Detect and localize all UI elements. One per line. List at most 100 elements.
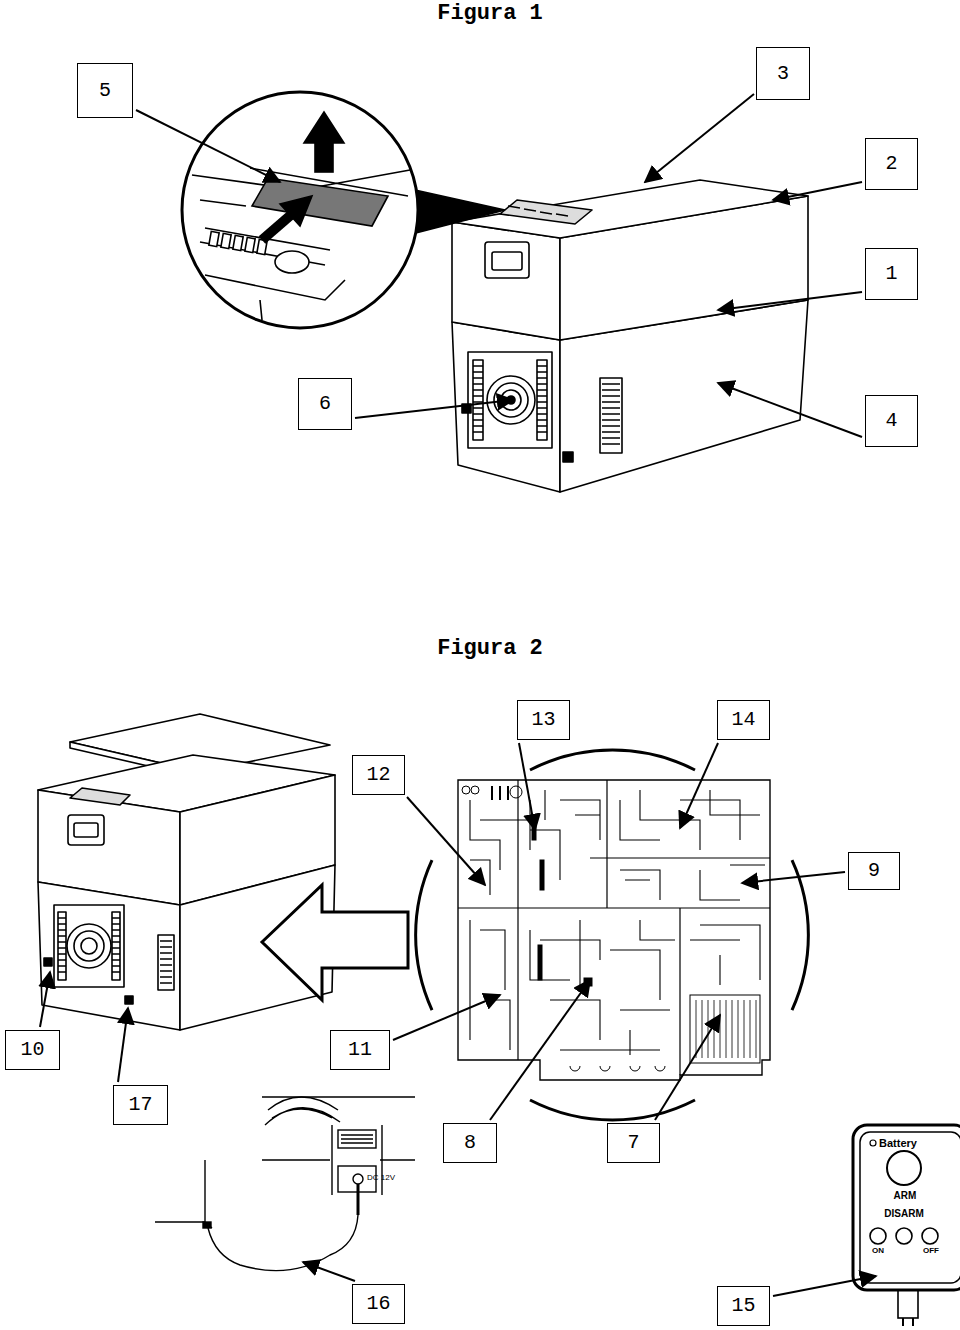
zoom-detail-part — [205, 275, 345, 320]
circuit-board — [416, 750, 809, 1120]
cooler-figure-2 — [38, 714, 335, 1030]
cooler-figure-2-part — [81, 938, 97, 954]
leader-arrows — [40, 94, 876, 1296]
circuit-board-part — [690, 995, 760, 1063]
cooler-figure-2-part — [160, 941, 172, 983]
cooler-figure-1-part — [563, 452, 573, 462]
leader-arrows-part — [519, 743, 535, 830]
circuit-board-part — [792, 860, 808, 1010]
device-text: ON — [872, 1247, 884, 1256]
callout-number: 8 — [464, 1132, 476, 1154]
leader-arrows-part — [773, 182, 862, 200]
callout-box: 7 — [607, 1123, 660, 1163]
callout-number: 4 — [885, 410, 897, 432]
callout-box: 2 — [865, 138, 918, 190]
remote-control-part — [922, 1228, 938, 1244]
device-text: OFF — [923, 1247, 939, 1256]
car-socket-cable-part — [338, 1130, 376, 1148]
callout-box: 12 — [352, 755, 405, 795]
cooler-figure-2-part — [112, 912, 120, 980]
remote-control-part — [860, 1132, 960, 1283]
remote-control-part — [896, 1228, 912, 1244]
car-socket-cable-part — [203, 1222, 211, 1228]
car-socket-cable-part — [353, 1174, 363, 1184]
callout-box: 1 — [865, 248, 918, 300]
cooler-figure-1-part — [508, 206, 568, 216]
circuit-board-part — [696, 1000, 756, 1058]
remote-control-part — [870, 1228, 886, 1244]
leader-arrows-part — [355, 400, 513, 418]
leader-arrows-part — [655, 1015, 720, 1120]
device-text: DISARM — [884, 1208, 923, 1219]
circuit-board-part — [570, 1066, 665, 1071]
leader-arrows-part — [490, 980, 590, 1120]
leader-arrows-part — [407, 797, 485, 885]
cooler-figure-2-part — [125, 996, 133, 1004]
callout-box: 14 — [717, 700, 770, 740]
cooler-figure-2-part — [67, 924, 111, 968]
hollow-arrow-part — [262, 885, 408, 1000]
circuit-board-part — [538, 945, 542, 980]
leader-arrows-part — [773, 1276, 876, 1296]
leader-arrows-part — [645, 94, 754, 182]
circuit-board-part — [462, 786, 470, 794]
callout-box: 4 — [865, 395, 918, 447]
cooler-figure-2-part — [44, 958, 52, 966]
callout-box: 16 — [352, 1284, 405, 1324]
figure-title: Figura 1 — [437, 2, 543, 26]
cooler-figure-1 — [452, 180, 808, 492]
callout-number: 15 — [731, 1295, 755, 1317]
leader-arrows-part — [680, 743, 718, 828]
zoom-detail-part — [304, 112, 344, 143]
callout-number: 7 — [627, 1132, 639, 1154]
callout-number: 12 — [366, 764, 390, 786]
cooler-figure-2-part — [74, 931, 104, 961]
zoom-detail-part — [275, 251, 309, 273]
cooler-figure-2-part — [38, 882, 180, 1030]
zoom-detail-part — [209, 231, 219, 246]
leader-arrows-part — [742, 872, 845, 883]
remote-control-part — [898, 1288, 918, 1318]
circuit-board-part — [470, 790, 765, 1055]
hollow-arrow — [262, 885, 408, 1000]
cooler-figure-1-part — [452, 180, 808, 238]
callout-box: 15 — [717, 1286, 770, 1326]
callout-number: 1 — [885, 263, 897, 285]
cooler-figure-2-part — [68, 815, 104, 845]
callout-box: 9 — [848, 852, 900, 890]
cooler-figure-2-part — [58, 918, 120, 972]
zoom-detail — [182, 92, 505, 328]
car-socket-cable-part — [341, 1135, 373, 1143]
leader-arrows-part — [718, 383, 862, 437]
callout-number: 2 — [885, 153, 897, 175]
callout-box: 10 — [5, 1030, 60, 1070]
device-text: ARM — [894, 1190, 917, 1201]
circuit-board-part — [530, 1100, 695, 1120]
zoom-detail-part — [412, 190, 505, 234]
cooler-figure-1-part — [500, 200, 592, 224]
cooler-figure-1-part — [537, 366, 547, 432]
remote-control-part — [870, 1140, 876, 1146]
zoom-detail-part — [221, 233, 231, 248]
leader-arrows-part — [118, 1008, 128, 1082]
zoom-detail-part — [245, 237, 255, 252]
cooler-figure-1-part — [452, 322, 560, 492]
callout-number: 14 — [731, 709, 755, 731]
cooler-figure-2-part — [54, 905, 124, 987]
leader-arrows-part — [303, 1262, 355, 1281]
cooler-figure-1-part — [473, 366, 483, 432]
callout-number: 11 — [348, 1039, 372, 1061]
zoom-detail-part — [252, 178, 388, 226]
circuit-board-part — [492, 786, 508, 800]
figure-title: Figura 2 — [437, 637, 543, 661]
callout-number: 9 — [868, 860, 880, 882]
car-socket-cable-part — [268, 1097, 338, 1110]
remote-control-part — [903, 1318, 913, 1326]
callout-number: 5 — [99, 80, 111, 102]
cooler-figure-1-part — [485, 242, 529, 278]
device-text: Battery — [879, 1137, 917, 1149]
callout-box: 5 — [77, 63, 133, 118]
circuit-board-part — [510, 786, 522, 798]
leader-arrows-part — [136, 110, 280, 182]
